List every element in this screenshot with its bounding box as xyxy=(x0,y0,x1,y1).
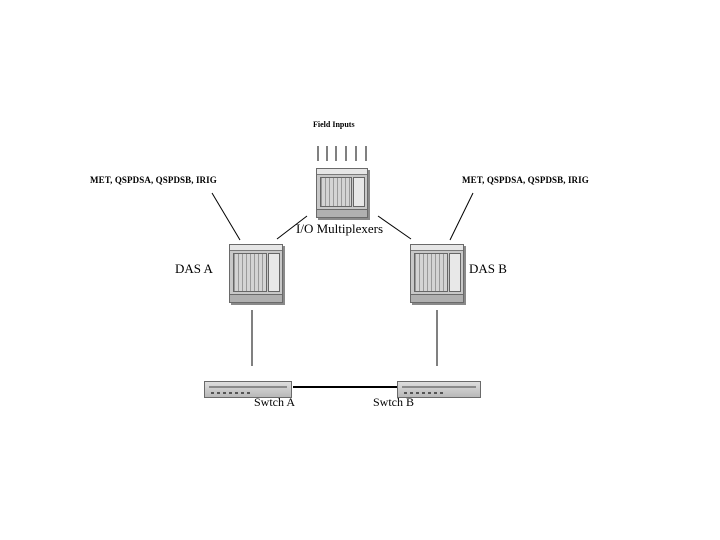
das-a-label: DAS A xyxy=(175,261,213,276)
inputs-right-label: MET, QSPDSA, QSPDSB, IRIG xyxy=(462,175,589,185)
mux-to-das-b-line xyxy=(377,215,412,240)
inputs-to-das-a-line xyxy=(211,192,241,241)
das-b-chassis-icon[interactable] xyxy=(410,244,464,303)
field-inputs-label: Field Inputs xyxy=(313,120,355,129)
das-a-chassis-icon[interactable] xyxy=(229,244,283,303)
mux-to-das-a-line xyxy=(276,215,308,240)
inputs-to-das-b-line xyxy=(449,192,474,241)
mux-label: I/O Multiplexers xyxy=(296,221,384,236)
mux-chassis-icon[interactable] xyxy=(316,168,368,218)
switch-a-icon[interactable] xyxy=(204,381,292,398)
switch-b-icon[interactable] xyxy=(397,381,481,398)
switch-a-label: Swtch A xyxy=(254,395,296,409)
das-b-label: DAS B xyxy=(469,261,507,276)
inputs-left-label: MET, QSPDSA, QSPDSB, IRIG xyxy=(90,175,217,185)
switch-b-label: Swtch B xyxy=(373,395,415,409)
